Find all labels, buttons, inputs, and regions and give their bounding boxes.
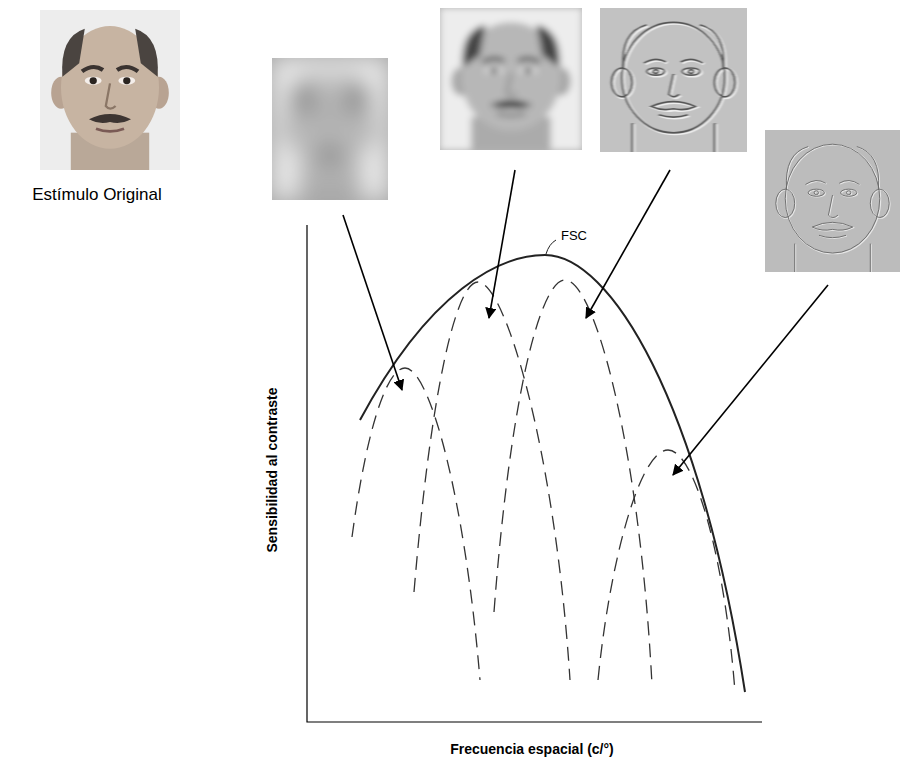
axis-title: Frecuencia espacial (c/°) bbox=[450, 741, 614, 757]
filtered-face-high bbox=[765, 130, 900, 273]
csf-curve bbox=[360, 255, 745, 692]
filtered-face-midhigh bbox=[600, 8, 747, 153]
filtered-face-midlow bbox=[440, 8, 582, 150]
curve-label: FSC bbox=[561, 229, 587, 244]
pointer-arrows bbox=[343, 170, 828, 475]
leader-line bbox=[546, 240, 556, 254]
chart-axes bbox=[307, 225, 762, 722]
image-caption: Estímulo Original bbox=[32, 185, 161, 205]
axis-title: Sensibilidad al contraste bbox=[264, 388, 280, 553]
face-photo bbox=[40, 10, 180, 170]
filtered-face-low bbox=[272, 58, 388, 200]
